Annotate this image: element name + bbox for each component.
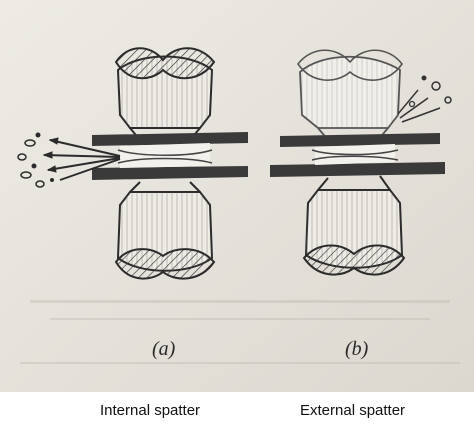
external-spatter-b <box>397 75 452 123</box>
spatter-diagram <box>0 0 474 392</box>
paper-background <box>0 0 474 392</box>
lower-electrode-a <box>114 181 216 280</box>
print-noise <box>20 300 460 364</box>
caption-internal-spatter: Internal spatter <box>100 402 201 419</box>
sheets-a <box>92 132 248 180</box>
panel-label-a: (a) <box>152 338 176 360</box>
caption-external-spatter: External spatter <box>300 402 406 419</box>
internal-spatter-a <box>17 132 121 188</box>
lower-electrode-b <box>302 175 406 276</box>
sheets-b <box>270 133 445 177</box>
panel-label-b: (b) <box>345 338 369 360</box>
panel-b-assembly <box>270 49 452 276</box>
upper-electrode-a <box>114 47 216 141</box>
upper-electrode-b <box>297 49 403 141</box>
panel-a-assembly <box>17 47 248 280</box>
